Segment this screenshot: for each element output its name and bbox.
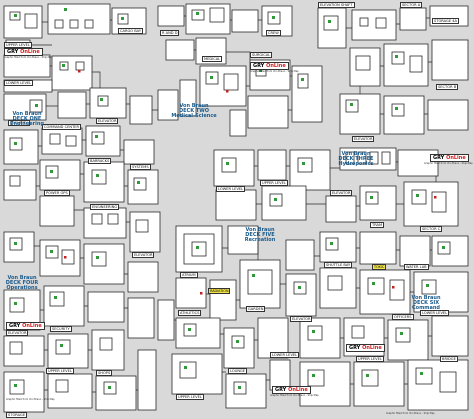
label-atrium: ATRIUM <box>180 272 198 278</box>
credit-f: Graphic filled from Von Braun - Ship Map <box>386 412 435 415</box>
label-elevator-d: ELEVATOR <box>330 190 353 196</box>
warning-toxic: TOXIC <box>372 264 387 270</box>
label-lower-level-b: LOWER LEVEL <box>216 186 246 192</box>
logo-f: GRY OnLine <box>346 344 385 352</box>
label-lounge: LOUNGE <box>228 368 248 374</box>
label-elevator-f: ELEVATOR <box>6 330 29 336</box>
label-lower-level-c: LOWER LEVEL <box>270 352 300 358</box>
label-storage-b: STORAGE <box>6 412 28 418</box>
label-upper-level-d: UPPER LEVEL <box>46 368 74 374</box>
credit-d: Graphic filled from Von Braun - Ship Map <box>6 398 55 401</box>
label-garden: GARDEN <box>246 306 266 312</box>
warning-radiation: RADIATION <box>208 288 231 294</box>
credit-a: Graphic filled from Von Braun - Ship Map <box>4 56 53 59</box>
label-storage-4a: STORAGE 4A <box>432 18 459 24</box>
credit-c: Graphic filled from Von Braun - Ship Map <box>424 162 473 165</box>
label-lower-level-a: LOWER LEVEL <box>4 80 34 86</box>
deck-title-two: Von Braun DECK TWO Medical-Science <box>171 103 217 120</box>
label-command-center: COMMAND CENTER <box>42 124 82 130</box>
logo-b: GRY OnLine <box>250 62 289 70</box>
label-upper-level-a: UPPER LEVEL <box>4 42 32 48</box>
label-bridge: BRIDGE <box>440 356 458 362</box>
label-barracks: BARRACKS <box>88 158 112 164</box>
label-elevator-a: ELEVATOR <box>96 118 119 124</box>
label-lower-level-d: LOWER LEVEL <box>420 310 450 316</box>
map-corridors <box>30 15 437 393</box>
logo-d: GRY OnLine <box>6 322 45 330</box>
deck-title-one: Von Braun DECK ONE Engineering <box>10 111 44 128</box>
label-elevator-b: ELEVATOR <box>352 136 375 142</box>
label-sector-b: SECTOR B <box>436 84 459 90</box>
label-shuttle-bay: SHUTTLE BAY <box>324 262 353 268</box>
label-surgical: SURGICAL <box>250 52 273 58</box>
label-upper-level-c: UPPER LEVEL <box>176 394 204 400</box>
credit-e: Graphic filled from Von Braun - Ship Map <box>270 394 319 397</box>
label-upper-level-e: UPPER LEVEL <box>356 356 384 362</box>
label-elevation: ELEVATION SHAFT <box>318 2 355 8</box>
deck-title-five: Von Braun DECK FIVE Recreation <box>244 227 276 244</box>
label-tram: TRAM <box>370 222 385 228</box>
label-sector-c: SECTOR C <box>420 226 443 232</box>
deck-title-four: Von Braun DECK FOUR Operations <box>5 275 39 292</box>
label-security-a: SECURITY <box>8 120 30 126</box>
label-elevator-e: ELEVATOR <box>290 316 313 322</box>
label-water-lab: WATER LAB <box>404 264 429 270</box>
label-security-b: SECURITY <box>50 326 72 332</box>
label-engineering: ENGINEERING <box>90 204 120 210</box>
label-crew: CREW <box>266 30 281 36</box>
label-r-and-d: R AND D <box>160 30 180 36</box>
deck-title-six: Von Braun DECK SIX Command <box>411 295 441 312</box>
deck-title-three: Von Braun DECK THREE Hydroponics <box>338 151 374 168</box>
logo-c: GRY OnLine <box>430 154 469 162</box>
map-rooms <box>3 3 469 413</box>
label-upper-level-b: UPPER LEVEL <box>260 180 288 186</box>
label-medical: MEDICAL <box>202 56 223 62</box>
label-officers: OFFICERS <box>392 314 414 320</box>
label-athletics: ATHLETICS <box>178 310 202 316</box>
label-power-ops: POWER OPS <box>44 190 70 196</box>
logo-a: GRY OnLine <box>4 48 43 56</box>
label-systems: SYSTEMS <box>130 164 151 170</box>
label-cargo-bay: CARGO BAY <box>118 28 144 34</box>
label-sector-a: SECTOR A <box>400 2 423 8</box>
credit-b: Graphic filled from Von Braun - Ship Map <box>250 70 299 73</box>
logo-e: GRY OnLine <box>272 386 311 394</box>
map-markers <box>14 8 445 389</box>
label-shops: SHOPS <box>96 370 113 376</box>
label-elevator-c: ELEVATOR <box>132 252 155 258</box>
